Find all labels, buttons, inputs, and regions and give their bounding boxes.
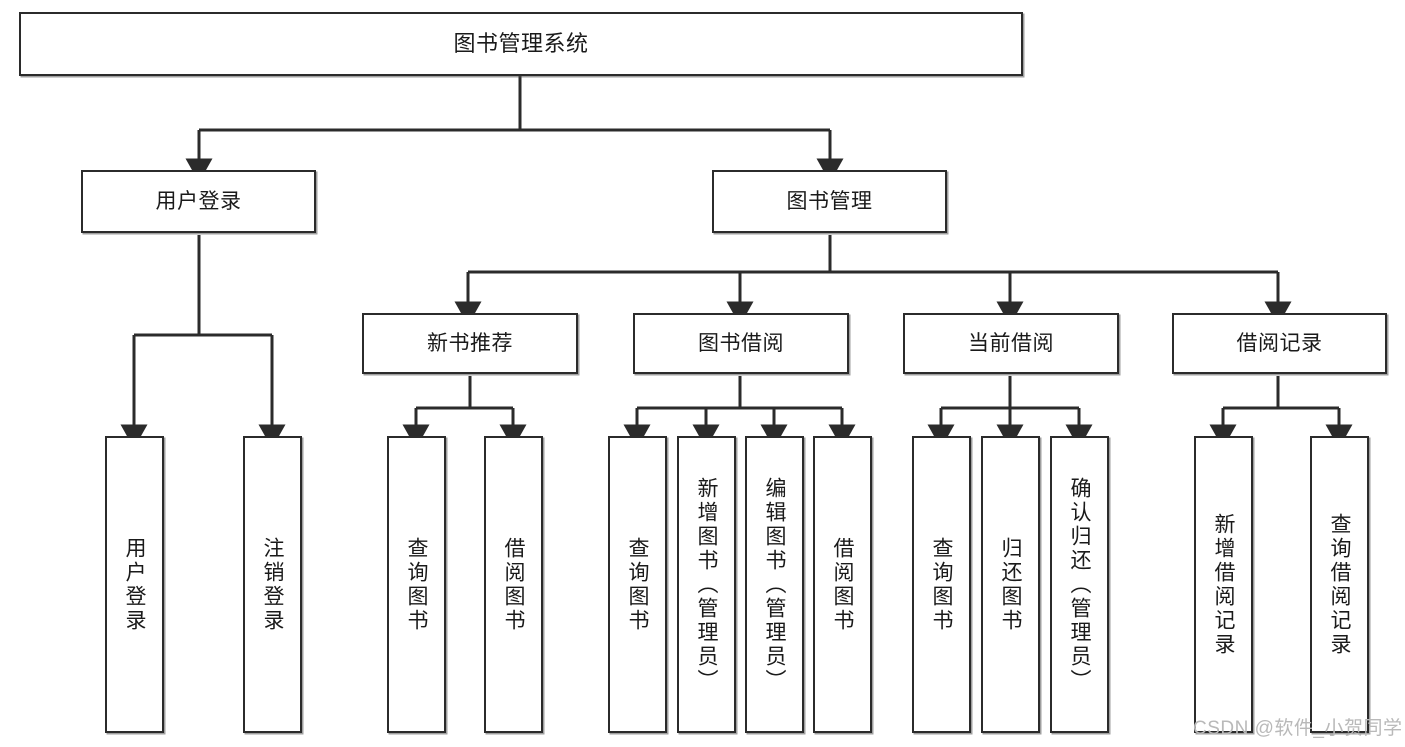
node-label: 编辑图书（管理员） [763,476,786,693]
node-label: 当前借阅 [968,331,1054,355]
node-label: 查询图书 [626,536,649,633]
node-label: 注销登录 [261,536,284,633]
node-label: 归还图书 [999,536,1022,633]
leaf-borrow-books-new[interactable]: 借阅图书 [484,436,543,733]
node-borrow-records[interactable]: 借阅记录 [1172,313,1387,374]
node-current-borrowing[interactable]: 当前借阅 [903,313,1119,374]
node-book-management[interactable]: 图书管理 [712,170,947,233]
leaf-user-login[interactable]: 用户登录 [105,436,164,733]
leaf-query-books-new[interactable]: 查询图书 [387,436,446,733]
node-label: 新增图书（管理员） [695,476,718,693]
node-label: 确认归还（管理员） [1068,476,1091,693]
csdn-watermark: CSDN @软件_小贺同学 [1193,718,1403,739]
leaf-confirm-return-admin[interactable]: 确认归还（管理员） [1050,436,1109,733]
leaf-query-borrow-record[interactable]: 查询借阅记录 [1310,436,1369,733]
node-label: 借阅记录 [1236,331,1323,355]
node-label: 图书管理 [786,189,873,213]
leaf-edit-book-admin[interactable]: 编辑图书（管理员） [745,436,804,733]
node-root-book-management-system[interactable]: 图书管理系统 [19,12,1023,76]
node-label: 图书管理系统 [453,30,589,56]
node-new-book-recommendation[interactable]: 新书推荐 [362,313,578,374]
leaf-logout[interactable]: 注销登录 [243,436,302,733]
node-book-borrowing[interactable]: 图书借阅 [633,313,849,374]
node-label: 新书推荐 [427,331,513,355]
node-label: 借阅图书 [831,536,854,633]
node-label: 借阅图书 [502,536,525,633]
node-label: 新增借阅记录 [1212,512,1235,657]
node-label: 查询图书 [930,536,953,633]
leaf-return-books[interactable]: 归还图书 [981,436,1040,733]
node-user-login[interactable]: 用户登录 [81,170,316,233]
leaf-query-books-borrow[interactable]: 查询图书 [608,436,667,733]
leaf-add-borrow-record[interactable]: 新增借阅记录 [1194,436,1253,733]
node-label: 图书借阅 [698,331,784,355]
node-label: 用户登录 [155,189,242,213]
node-label: 查询借阅记录 [1328,512,1351,657]
leaf-query-books-current[interactable]: 查询图书 [912,436,971,733]
node-label: 查询图书 [405,536,428,633]
node-label: 用户登录 [123,536,146,633]
leaf-borrow-books[interactable]: 借阅图书 [813,436,872,733]
leaf-add-book-admin[interactable]: 新增图书（管理员） [677,436,736,733]
